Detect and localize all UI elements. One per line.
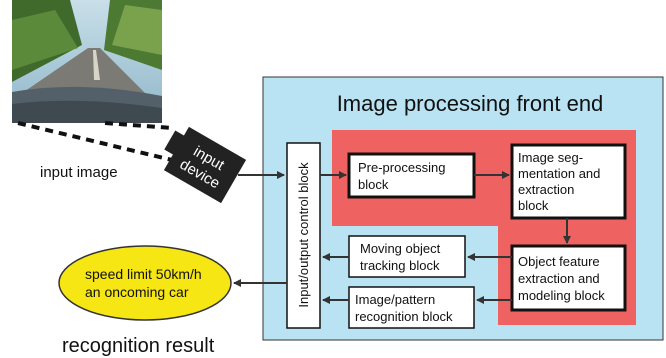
tracking-label-2: tracking block — [360, 258, 440, 273]
segmentation-block — [510, 143, 627, 220]
feature-label-1: Object feature — [518, 254, 600, 269]
frontend-title: Image processing front end — [337, 91, 604, 116]
input-device-camera-icon: input device — [163, 126, 247, 204]
road-photo — [12, 0, 162, 123]
recognition-block — [348, 286, 475, 329]
segmentation-label-1: Image seg- — [518, 150, 583, 165]
io-control-label: Input/output control block — [296, 162, 311, 308]
tracking-label-1: Moving object — [360, 241, 441, 256]
feature-block — [510, 244, 627, 312]
io-control-block — [286, 142, 321, 329]
recognition-result-label: recognition result — [62, 335, 215, 357]
flow-arrows — [233, 171, 571, 304]
segmentation-label-4: block — [518, 198, 549, 213]
tracking-block — [348, 235, 466, 278]
segmentation-label-3: extraction — [518, 182, 574, 197]
input-image-label: input image — [40, 164, 118, 181]
preprocessing-label-2: block — [358, 177, 389, 192]
feature-label-3: modeling block — [518, 288, 605, 303]
result-ellipse — [58, 245, 232, 321]
result-line-1: speed limit 50km/h — [85, 266, 202, 282]
feature-label-2: extraction and — [518, 271, 600, 286]
recognition-label-2: recognition block — [355, 309, 453, 324]
fov-line-bottom — [17, 121, 173, 162]
segmentation-label-2: mentation and — [518, 166, 600, 181]
preprocessing-label-1: Pre-processing — [358, 160, 445, 175]
recognition-label-1: Image/pattern — [355, 292, 435, 307]
fov-line-top — [104, 121, 173, 130]
result-line-2: an oncoming car — [85, 284, 189, 300]
